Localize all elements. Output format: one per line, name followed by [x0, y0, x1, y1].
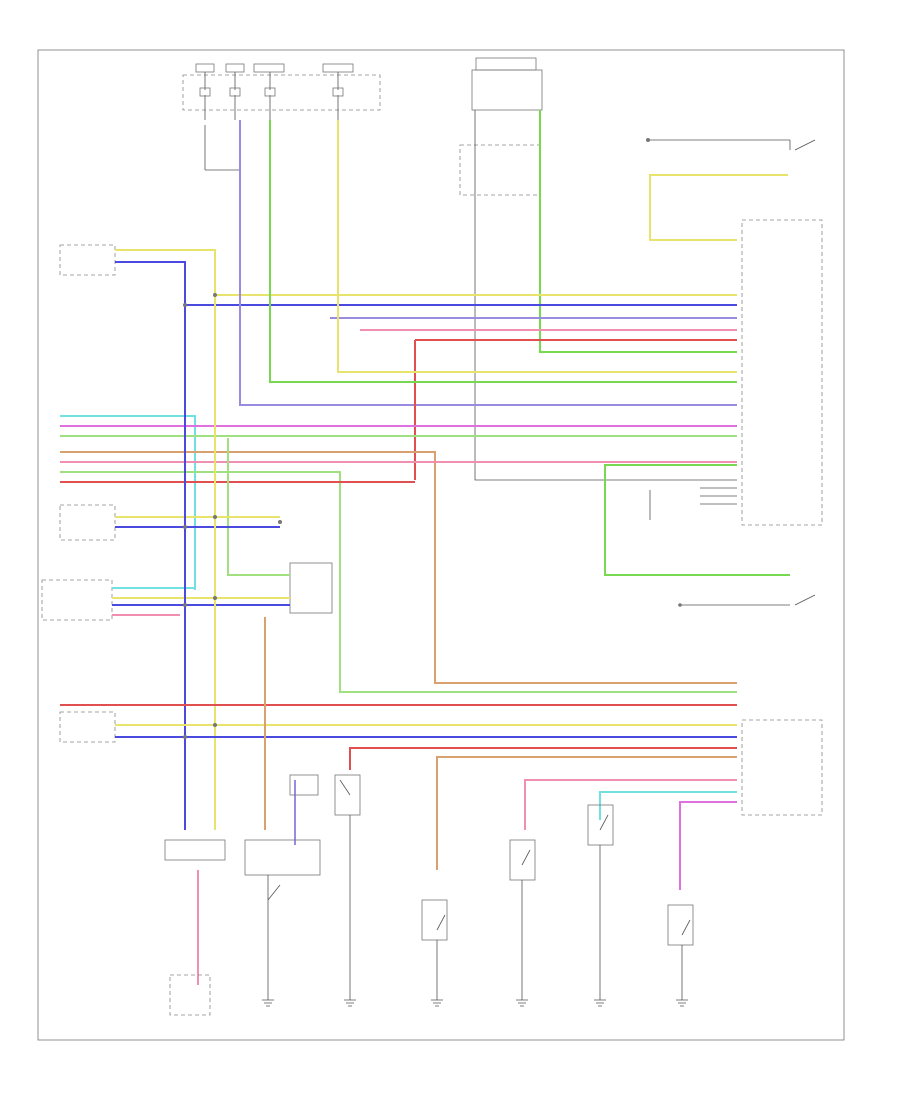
ground-icon — [262, 999, 688, 1007]
wire-orange-2 — [436, 756, 737, 870]
meter-pins — [649, 487, 737, 520]
combination-meter — [741, 219, 823, 526]
wire-red-4 — [349, 747, 737, 770]
wire-can-h-yellow — [115, 249, 737, 296]
switch-icon — [267, 779, 691, 936]
key-switch — [678, 594, 816, 607]
ground-wires — [267, 815, 683, 1000]
wire-can-l-blue — [115, 261, 737, 306]
wire-violet — [239, 120, 737, 406]
wire-lg-drop — [227, 438, 290, 576]
lower-components — [164, 774, 694, 1016]
fuel-sender — [459, 57, 737, 481]
wire-lightgreen-2 — [60, 471, 737, 693]
wire-magenta-2 — [679, 801, 737, 890]
splice-dots — [183, 293, 282, 739]
wire-pink-4 — [524, 779, 737, 830]
wire-fuel-green — [539, 110, 737, 353]
wire-green-loop — [604, 464, 790, 576]
wire-green-2 — [269, 120, 737, 383]
left-connectors — [41, 244, 333, 743]
body-control-module — [741, 719, 823, 816]
wire-ign-yellow — [649, 174, 788, 241]
diagram-border — [37, 49, 845, 1041]
fuse-block — [182, 63, 381, 171]
wire-orange — [60, 451, 737, 684]
wire-yellow-2 — [337, 120, 737, 373]
wire-cyan-3 — [599, 791, 737, 820]
wire-cyan — [60, 415, 196, 590]
ignition-switch — [646, 138, 816, 151]
